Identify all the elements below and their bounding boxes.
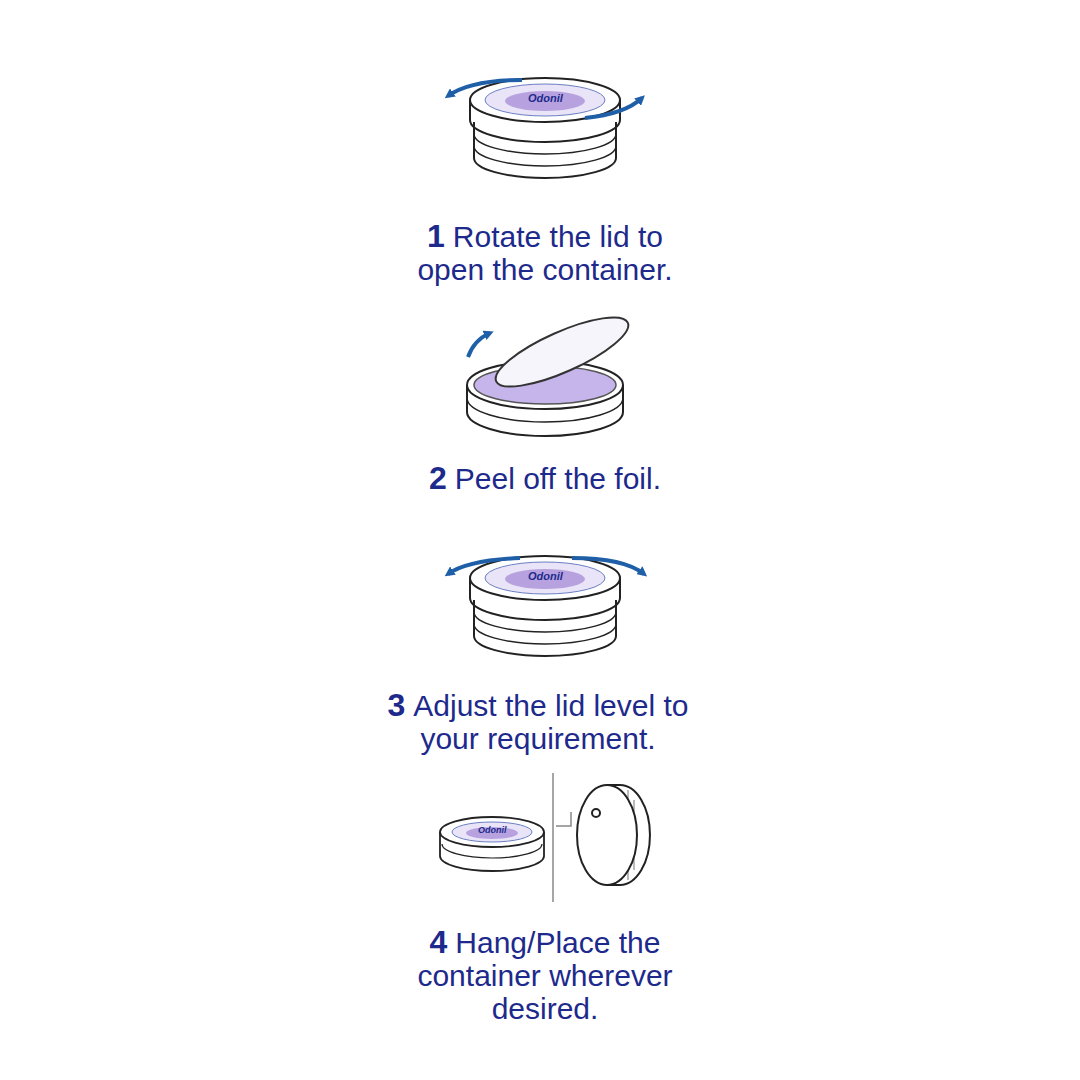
hook	[556, 812, 571, 826]
tin-open	[467, 304, 636, 436]
step-number: 2	[429, 460, 447, 496]
step-text: Rotate the lid to open the container.	[417, 220, 672, 286]
step-text: Peel off the foil.	[455, 462, 661, 495]
brand-text: Odonil	[528, 92, 563, 105]
rotate-arrow	[585, 98, 642, 118]
brand-text: Odonil	[528, 570, 563, 583]
rotate-arrow	[448, 80, 522, 96]
brand-text: Odonil	[478, 825, 507, 836]
step-caption: 2Peel off the foil.	[385, 462, 705, 495]
tin-closed	[470, 78, 620, 178]
adjust-arrow	[448, 558, 520, 574]
step-number: 3	[388, 687, 406, 723]
step-number: 4	[430, 924, 448, 960]
step-caption: 4Hang/Place the container wherever desir…	[410, 926, 680, 1025]
adjust-arrow	[572, 558, 644, 574]
step-text: Adjust the lid level to your requirement…	[413, 689, 688, 755]
step-text: Hang/Place the container wherever desire…	[417, 926, 672, 1025]
step-caption: 1Rotate the lid to open the container.	[395, 220, 695, 286]
tin-placed	[440, 817, 544, 871]
tin-hung	[577, 785, 650, 885]
peel-arrow	[468, 333, 490, 357]
step-number: 1	[427, 218, 445, 254]
step-caption: 3Adjust the lid level to your requiremen…	[373, 689, 703, 755]
tin-adjust	[470, 556, 620, 656]
wall-line	[552, 773, 554, 902]
